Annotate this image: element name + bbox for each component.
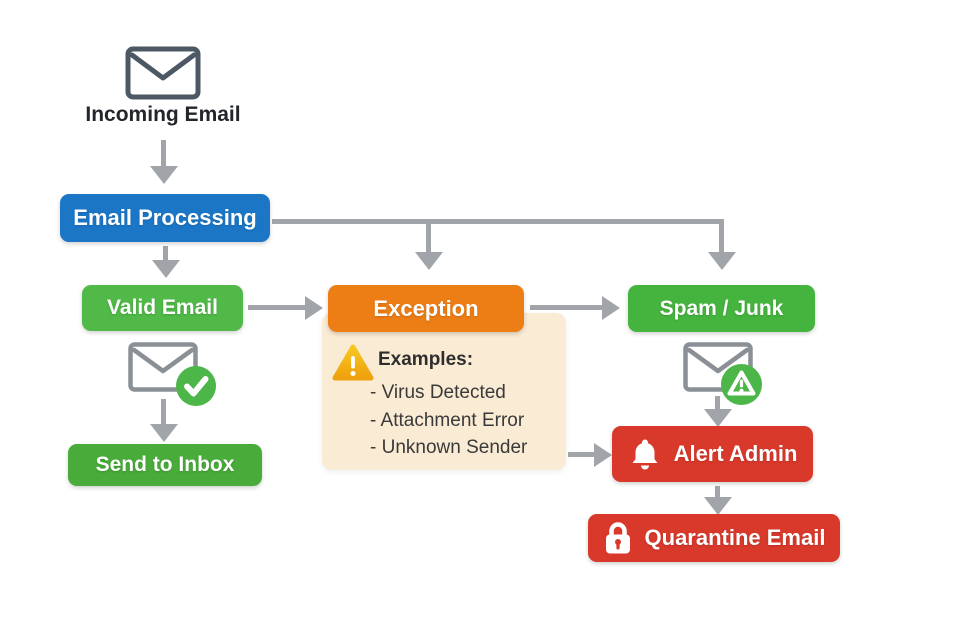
arrow-alert-to-quarantine <box>703 486 732 515</box>
arrow-spam-to-alert <box>703 396 732 427</box>
lock-icon <box>603 521 633 555</box>
exception-example-item: - Attachment Error <box>370 409 525 431</box>
node-spam-junk-label: Spam / Junk <box>659 296 784 320</box>
arrow-examples-to-alert <box>568 442 612 467</box>
arrow-valid-to-exception <box>248 295 323 320</box>
check-badge-icon <box>175 365 217 407</box>
arrow-incoming-to-processing <box>149 140 178 184</box>
node-valid-email-label: Valid Email <box>107 296 218 319</box>
node-quarantine-email: Quarantine Email <box>588 514 840 562</box>
node-alert-admin: Alert Admin <box>612 426 813 482</box>
node-quarantine-email-label: Quarantine Email <box>644 525 826 550</box>
bell-icon <box>628 437 662 471</box>
node-exception: Exception <box>328 285 524 332</box>
warning-triangle-icon <box>332 343 374 382</box>
exception-examples-list: - Virus Detected - Attachment Error - Un… <box>370 379 527 462</box>
node-alert-admin-label: Alert Admin <box>673 441 798 466</box>
exception-examples-heading: Examples: <box>378 349 474 370</box>
node-exception-label: Exception <box>373 295 479 321</box>
connector-processing-branches <box>272 219 724 224</box>
incoming-email-label: Incoming Email <box>85 103 241 126</box>
exception-example-item: - Unknown Sender <box>370 437 528 458</box>
node-email-processing: Email Processing <box>60 194 270 242</box>
arrow-valid-to-inbox <box>149 399 178 442</box>
node-email-processing-label: Email Processing <box>73 205 257 230</box>
node-send-to-inbox: Send to Inbox <box>68 444 262 486</box>
arrow-branch-to-spam <box>707 221 736 270</box>
node-valid-email: Valid Email <box>82 285 243 331</box>
exception-example-item: - Virus Detected <box>370 382 506 403</box>
node-send-to-inbox-label: Send to Inbox <box>95 453 235 476</box>
exception-examples-panel: Examples: - Virus Detected - Attachment … <box>322 313 566 470</box>
arrow-branch-to-exception <box>414 221 443 270</box>
arrow-processing-to-valid <box>151 246 180 278</box>
warning-badge-icon <box>720 363 763 406</box>
incoming-envelope-icon <box>125 46 201 100</box>
node-spam-junk: Spam / Junk <box>628 285 815 332</box>
arrow-exception-to-spam <box>530 295 620 320</box>
